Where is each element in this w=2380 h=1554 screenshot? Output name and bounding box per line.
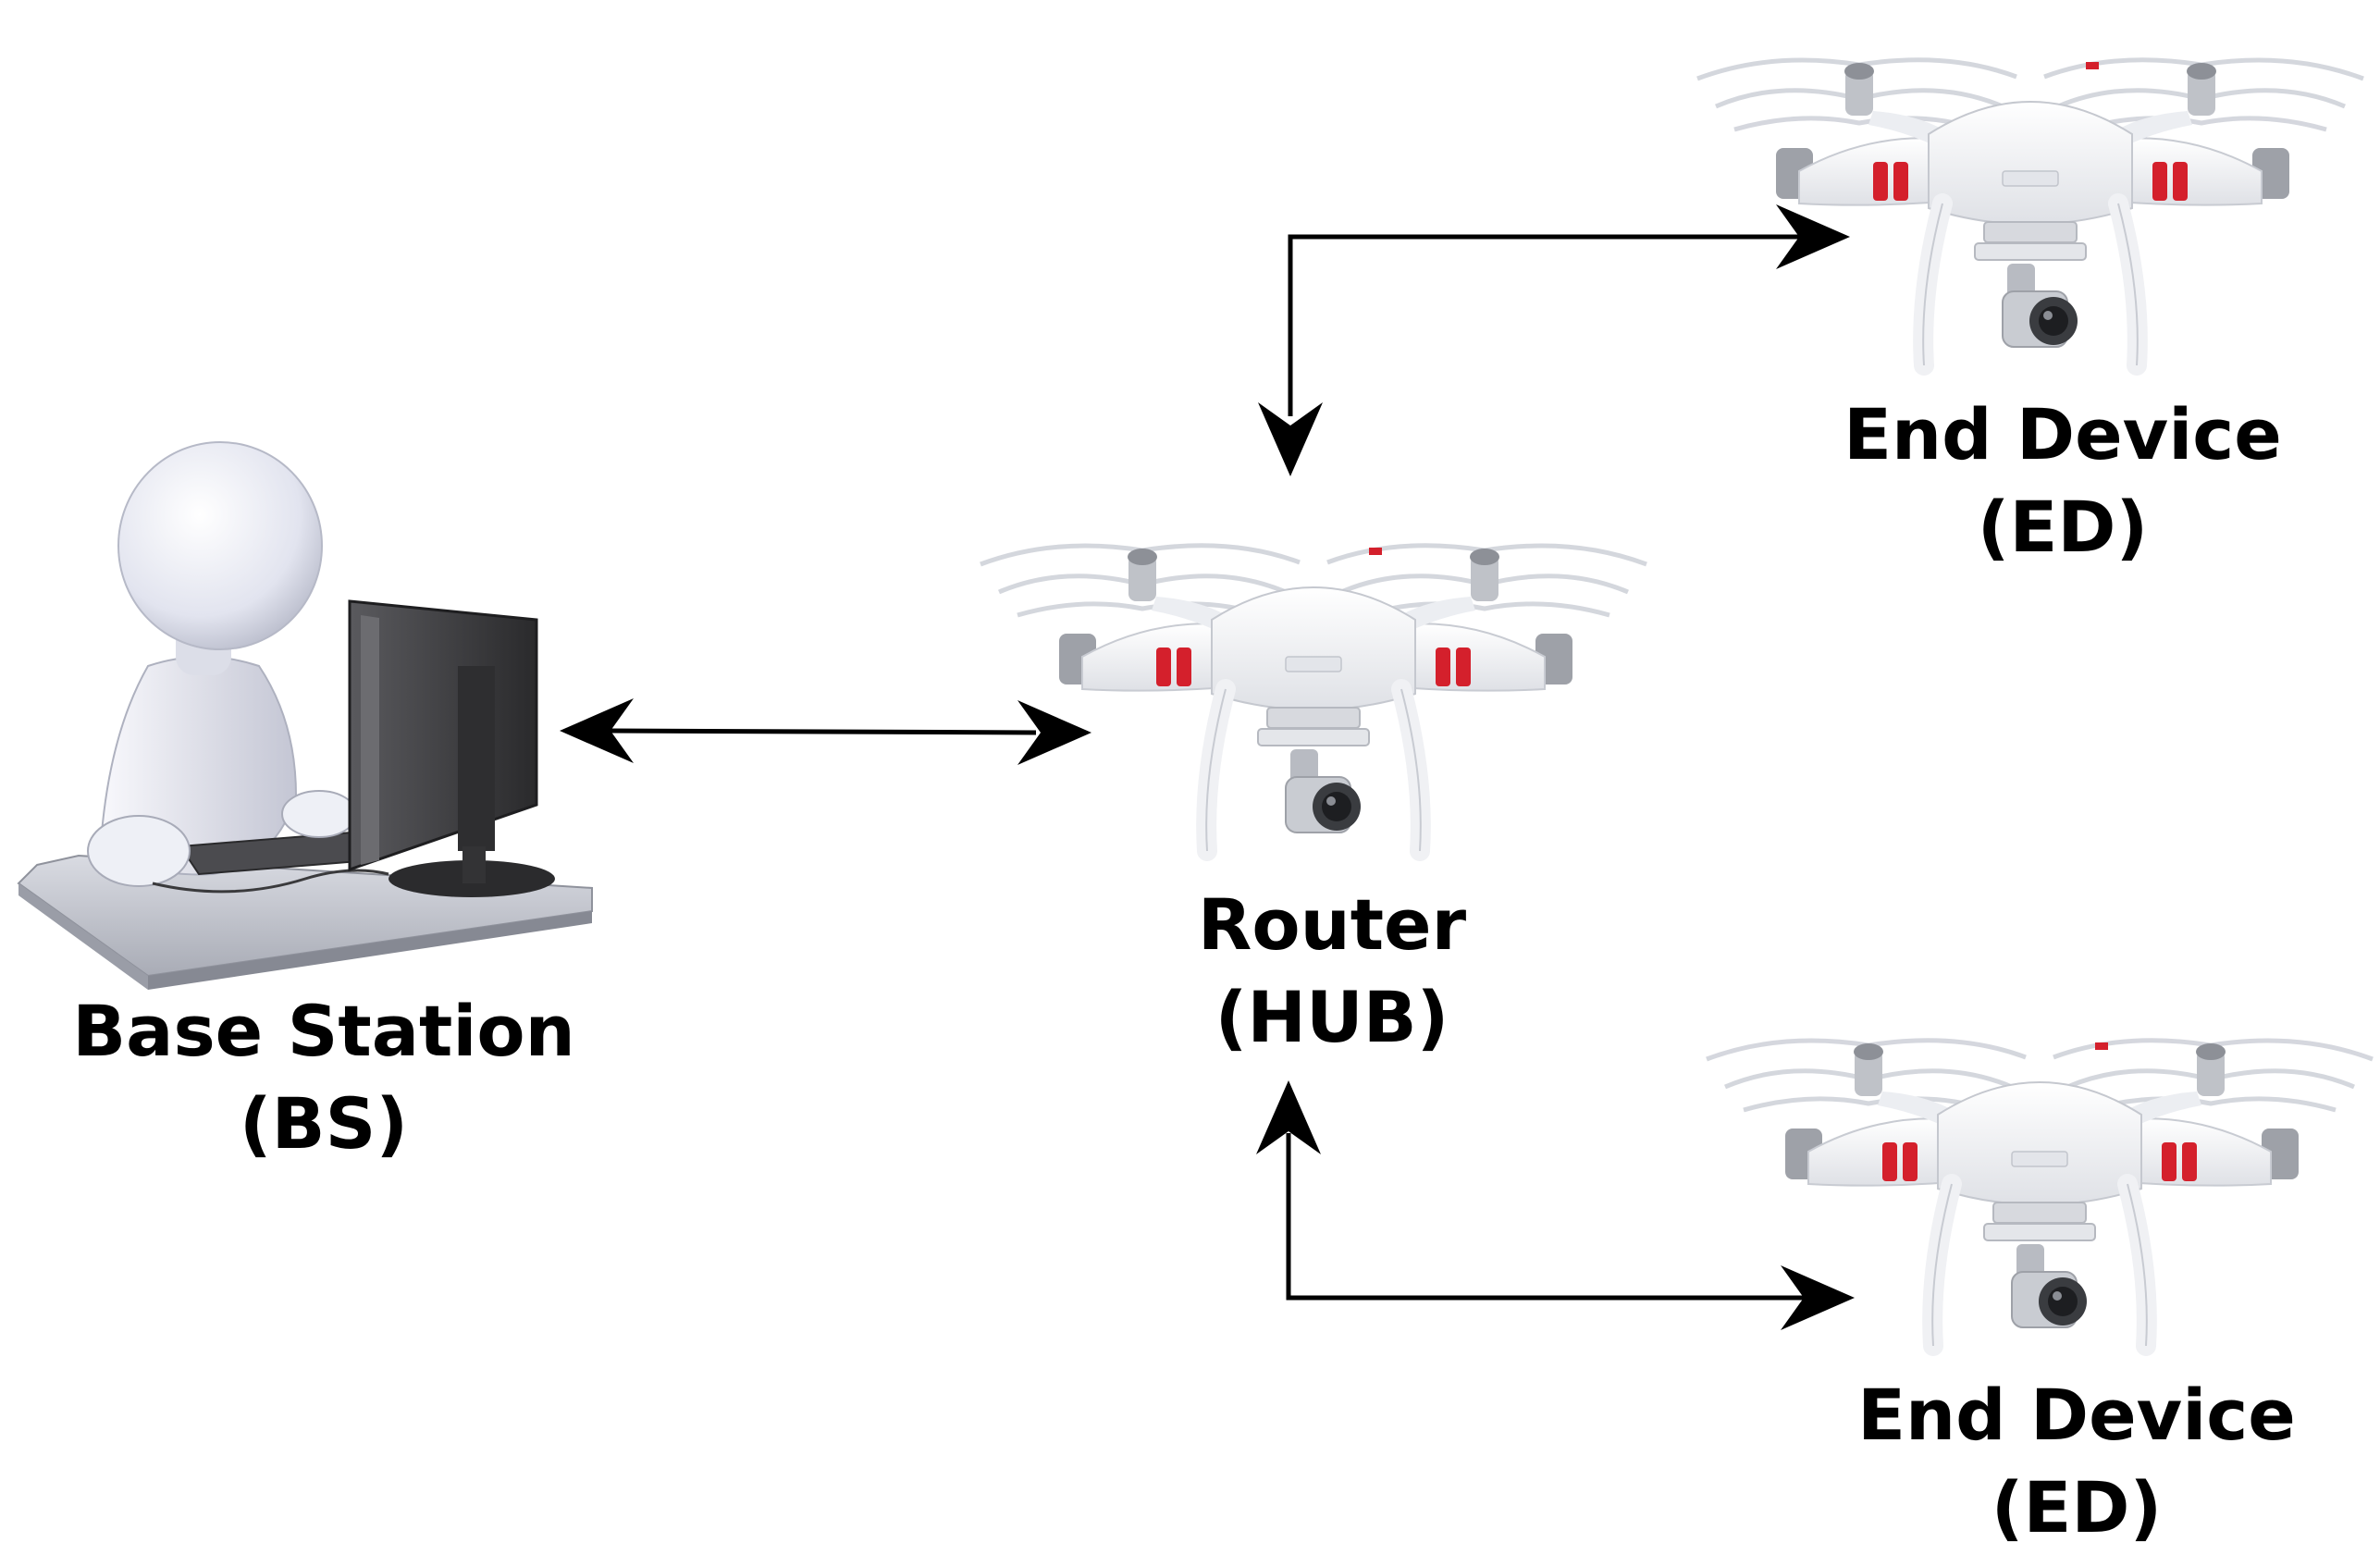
router-label: Router (HUB) [1101, 879, 1563, 1064]
arrow-bs-hub [560, 698, 1091, 765]
end-device-top-abbr: (ED) [1977, 486, 2149, 568]
router-name: Router [1197, 883, 1467, 966]
end-device-bottom-abbr: (ED) [1991, 1466, 2163, 1548]
end-device-top-name: End Device [1844, 393, 2282, 475]
router-abbr: (HUB) [1215, 976, 1449, 1058]
base-station-abbr: (BS) [239, 1082, 409, 1165]
end-device-bottom-label: End Device (ED) [1799, 1369, 2354, 1554]
drone-icon [1697, 60, 2363, 365]
arrow-hub-ed-bottom [1256, 1080, 1855, 1330]
base-station-label: Base Station (BS) [37, 985, 610, 1170]
drone-icon [980, 546, 1646, 851]
end-device-top-label: End Device (ED) [1785, 388, 2340, 574]
person-at-computer-icon [17, 441, 593, 990]
base-station-name: Base Station [72, 990, 575, 1072]
arrow-hub-ed-top [1258, 204, 1850, 476]
end-device-bottom-name: End Device [1857, 1374, 2296, 1456]
